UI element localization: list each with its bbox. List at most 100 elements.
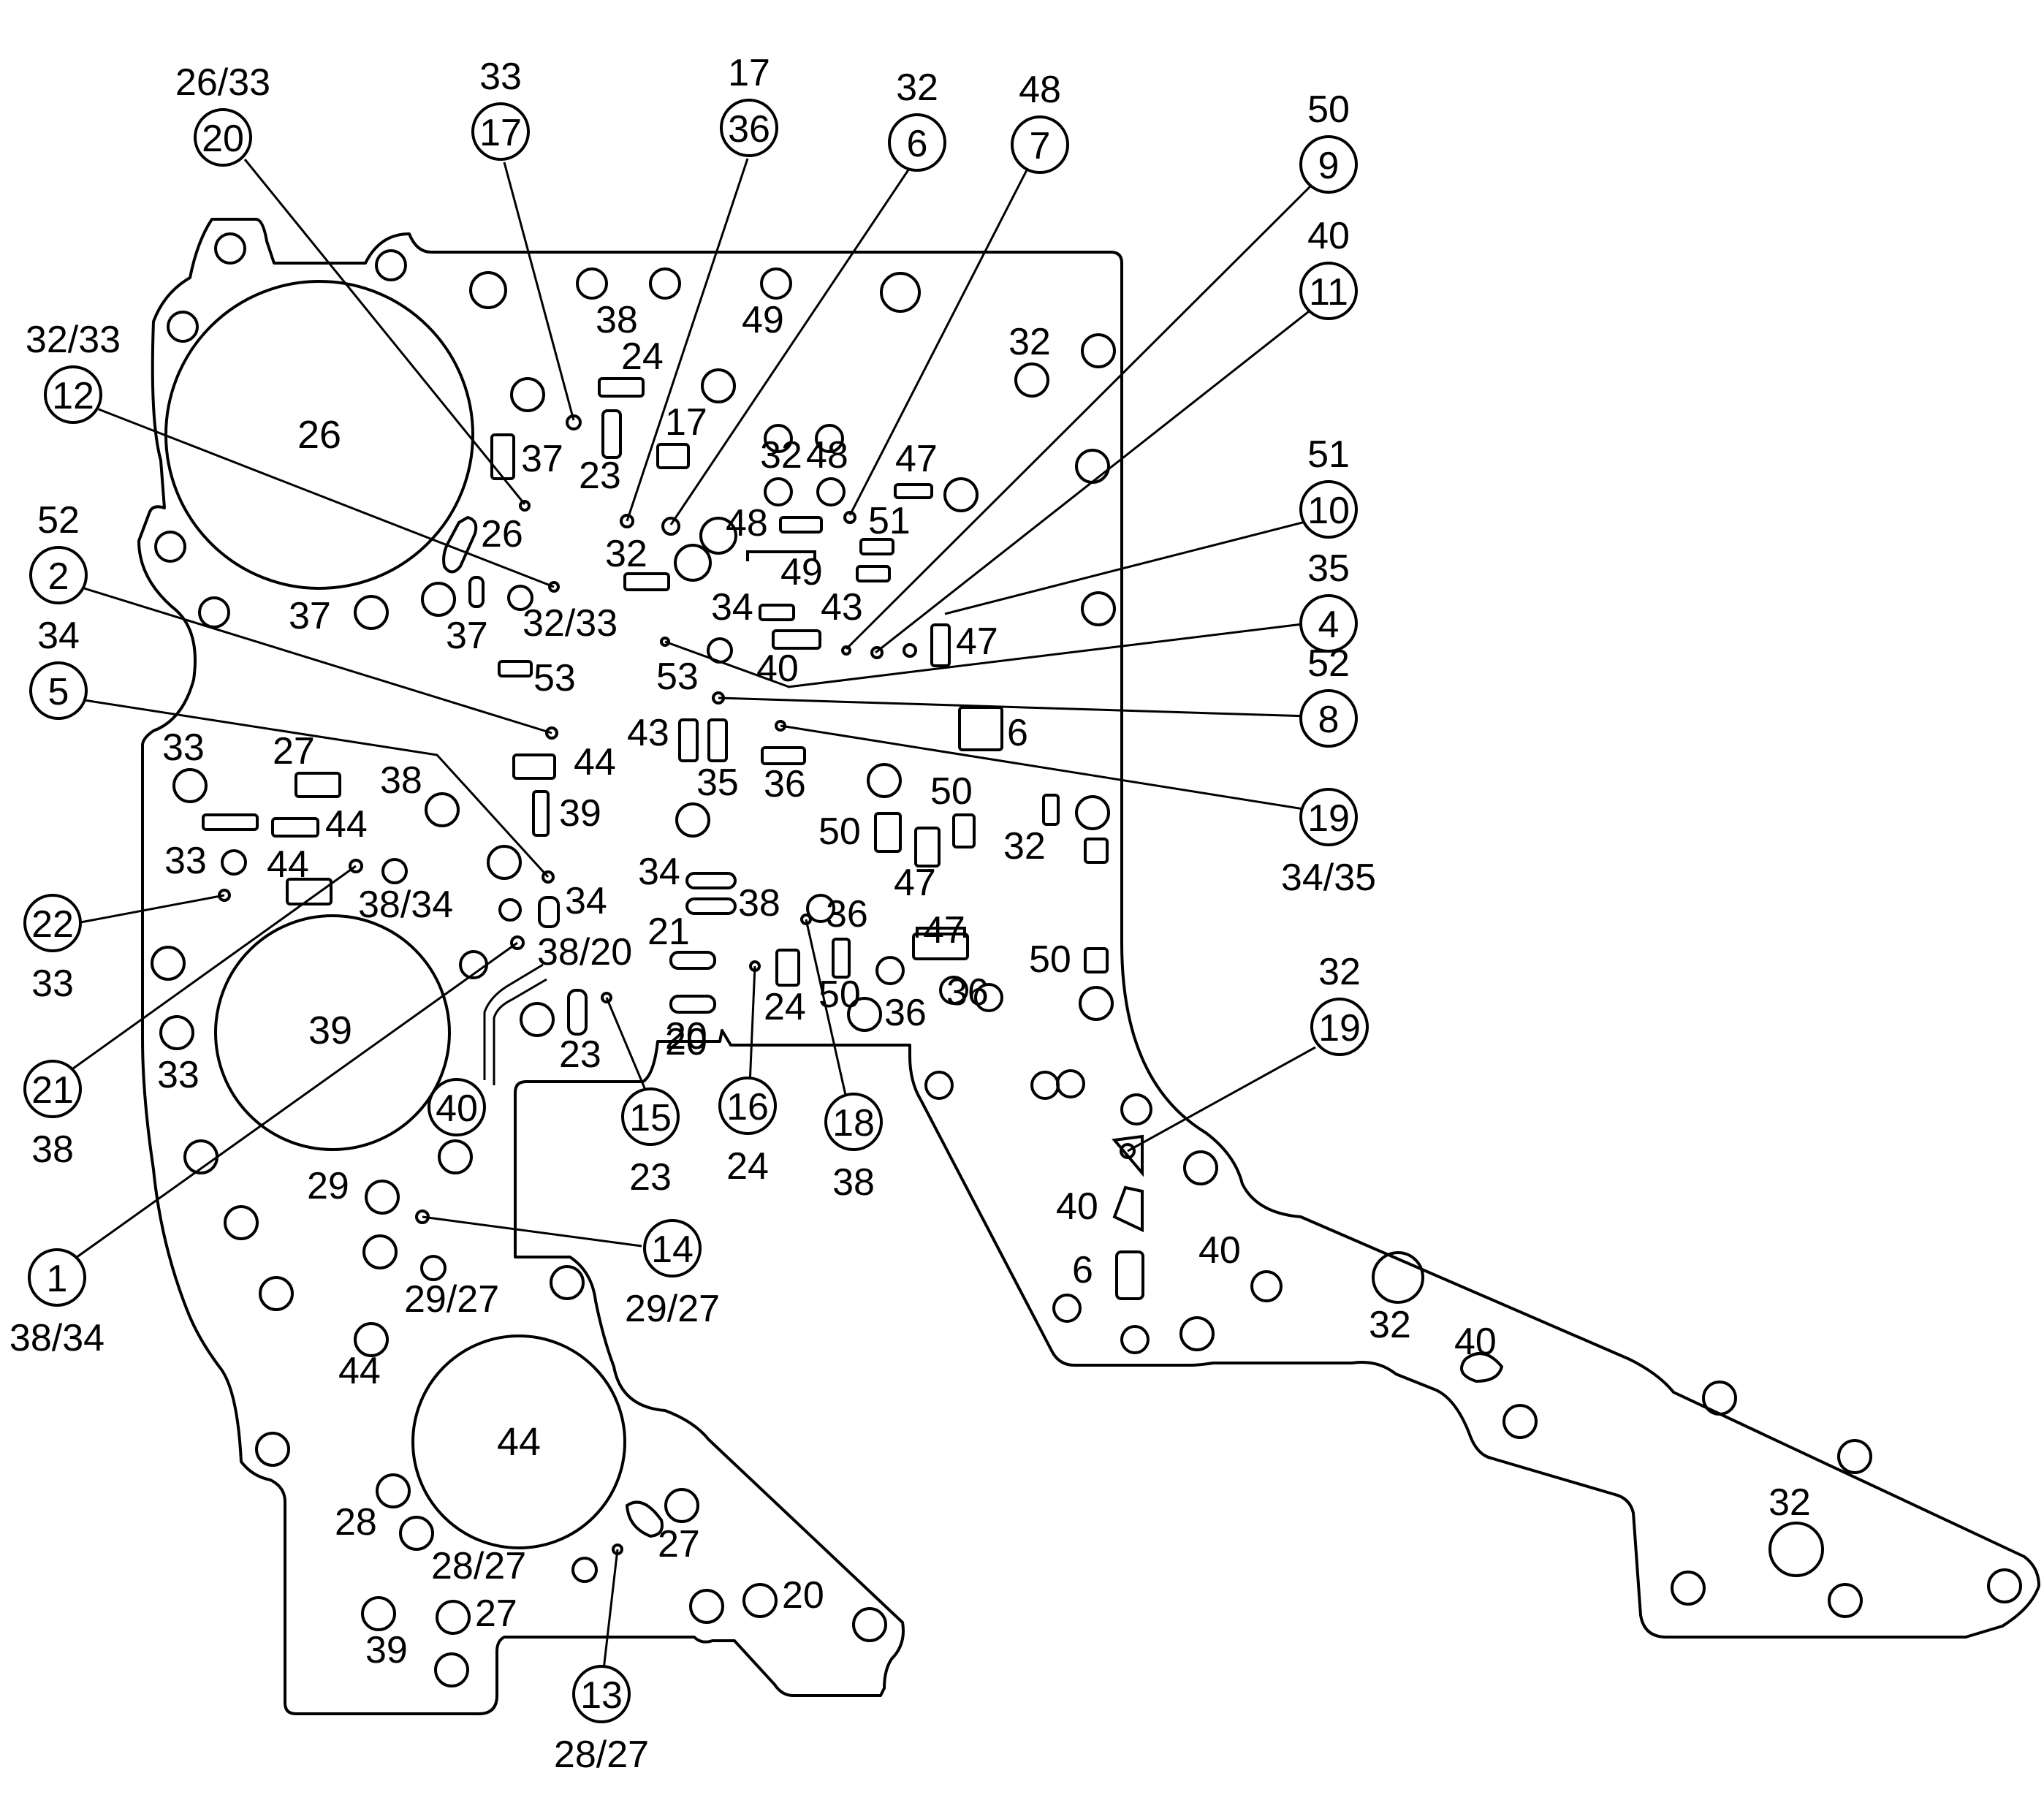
callout-c9: 950 [1299,88,1358,194]
callout-c13: 13 28/27 [554,1665,649,1776]
callout-number: 36 [728,108,770,151]
part-label: 47 [956,620,998,663]
part-label: 39 [559,792,601,835]
part-label: 38 [596,299,638,341]
callout-number: 15 [629,1097,672,1139]
part-label: 32 [605,533,647,575]
callout-number: 4 [1318,604,1340,646]
callout-sub-label: 51 [1307,433,1350,476]
callout-c6: 632 [888,67,946,172]
part-label: 38 [380,759,422,802]
part-label: 36 [946,971,989,1014]
callout-circle [1310,998,1369,1056]
tube-40b [493,978,547,1085]
part-label: 37 [289,595,331,637]
callout-sub-label: 52 [37,499,80,542]
part-label: 44 [574,741,616,783]
callout-number: 9 [1318,145,1340,187]
callout-circle [29,661,88,720]
callout-c2: 252 [29,499,88,604]
callout-sub-label: 24 [726,1145,769,1188]
callout-number: 20 [202,118,244,160]
bore-32-lower-right [1768,1522,1824,1577]
callout-sub-label: 32 [896,67,938,109]
part-label: 21 [647,911,690,953]
callout-sub-label: 33 [31,963,74,1005]
callout-circle [44,365,102,424]
part-label: 38/20 [537,931,632,973]
callout-sub-label: 40 [1307,215,1350,257]
part-label: 34 [711,586,753,629]
big-label-26: 26 [297,413,341,457]
callout-number: 13 [580,1674,623,1717]
part-label: 33 [164,840,207,882]
callout-sub-label: 17 [728,52,770,94]
diamond-slot-40 [1112,1185,1144,1233]
part-label: 40 [756,648,799,690]
part-label: 43 [821,586,863,629]
bore-39 [214,914,451,1151]
part-label: 47 [895,438,938,480]
spacer-plate-outline [137,218,2040,1715]
callout-number: 14 [651,1229,694,1271]
part-label: 35 [696,762,739,804]
bracket-slot-47 [916,927,966,938]
callout-circle [1299,480,1358,539]
callout-circle [643,1219,702,1277]
part-label: 36 [764,763,806,805]
part-label: 48 [806,434,848,477]
part-label: 53 [656,656,699,698]
bracket-slot-49 [746,550,816,561]
callout-circle [720,99,778,157]
callout-circle [888,113,946,172]
bore-44 [411,1334,626,1549]
callout-c5: 534 [29,615,88,720]
part-label: 38/34 [358,884,453,926]
part-label: 34 [638,851,680,893]
callout-number: 1 [47,1258,68,1300]
callout-sub-label: 26/33 [175,61,270,104]
callout-number: 22 [31,903,74,946]
pinpoint-dots [218,414,917,1555]
callout-sub-label: 38/34 [10,1317,105,1359]
part-label: 33 [162,726,205,769]
part-label: 48 [726,502,768,544]
part-label: 36 [826,893,868,935]
part-label: 20 [782,1574,824,1617]
part-label: 53 [533,657,576,699]
triangle-slot-dot [1120,1143,1136,1159]
part-label: 26 [481,513,523,555]
callout-sub-label: 28/27 [554,1734,649,1776]
callout-circle [23,894,82,952]
callout-circle [1299,689,1358,748]
callout-circle [1299,788,1358,846]
part-label: 29/27 [404,1278,499,1321]
part-label: 32/33 [523,602,618,645]
callout-circle [572,1665,631,1723]
callout-circle [718,1077,777,1135]
callout-sub-label: 52 [1307,642,1350,685]
callout-number: 40 [436,1087,478,1130]
part-label: 50 [930,770,973,813]
part-label: 40 [1198,1229,1241,1272]
callout-number: 8 [1318,699,1340,741]
part-label: 24 [621,335,664,378]
part-label: 44 [267,843,309,886]
part-label: 32 [760,434,802,477]
small-holes [151,232,2022,1687]
part-label: 49 [780,551,823,593]
callout-circle [1011,115,1069,174]
callout-sub-label: 33 [479,56,522,98]
big-label-39: 39 [308,1009,352,1052]
callout-sub-label: 35 [1307,547,1350,590]
tube-40 [483,963,544,1080]
big-label-44: 44 [497,1420,541,1464]
